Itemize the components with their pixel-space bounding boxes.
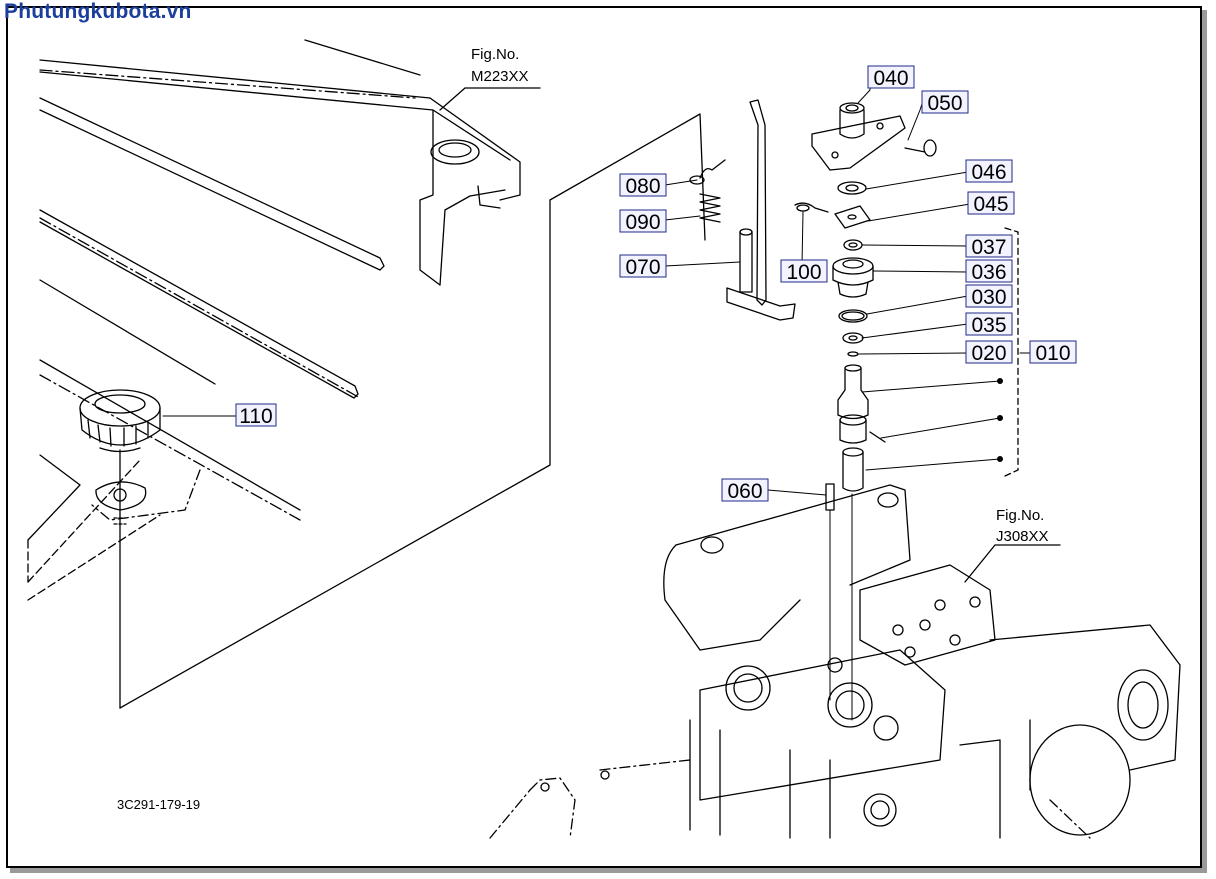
callout-046: 046 — [971, 161, 1006, 184]
diagram-frame — [6, 6, 1202, 868]
ref-j308xx-line2: J308XX — [996, 528, 1049, 545]
figure-references: Fig.No. M223XX Fig.No. J308XX — [471, 46, 1049, 545]
housing-drawing — [489, 484, 1181, 839]
callout-090: 090 — [625, 211, 660, 234]
callout-045: 045 — [973, 193, 1008, 216]
callout-060: 060 — [727, 480, 762, 503]
figure-code: 3C291-179-19 — [117, 797, 200, 812]
callout-020: 020 — [971, 342, 1006, 365]
cover-panel-drawing — [27, 39, 521, 601]
frame-shadow-right — [1202, 10, 1207, 872]
group-010-bracket — [1004, 227, 1019, 477]
frame-shadow-bottom — [10, 868, 1207, 873]
ref-j308xx-leader — [964, 544, 1061, 583]
callout-leaders — [162, 79, 1031, 496]
callout-110: 110 — [239, 405, 272, 428]
callout-040: 040 — [873, 67, 908, 90]
site-brand-watermark: Phutungkubota.vn — [4, 0, 192, 23]
assembly-leader-box — [119, 113, 706, 709]
ref-m223xx-leader — [439, 87, 541, 111]
callout-036: 036 — [971, 261, 1006, 284]
ref-m223xx-line1: Fig.No. — [471, 46, 519, 63]
callout-030: 030 — [971, 286, 1006, 309]
callout-035: 035 — [971, 314, 1006, 337]
callout-037: 037 — [971, 236, 1006, 259]
ref-j308xx-line1: Fig.No. — [996, 507, 1044, 524]
callout-050: 050 — [927, 92, 962, 115]
callout-100: 100 — [786, 261, 821, 284]
callout-010: 010 — [1035, 342, 1070, 365]
bracket-040-drawing — [794, 102, 937, 213]
valve-stack-drawing — [825, 181, 886, 721]
lever-070-drawing — [689, 99, 796, 321]
ref-m223xx-line2: M223XX — [471, 68, 529, 85]
callout-070: 070 — [625, 256, 660, 279]
callout-080: 080 — [625, 175, 660, 198]
knob-110-drawing — [79, 389, 161, 525]
callouts: 040 050 080 090 070 100 046 045 037 036 … — [235, 65, 1077, 503]
